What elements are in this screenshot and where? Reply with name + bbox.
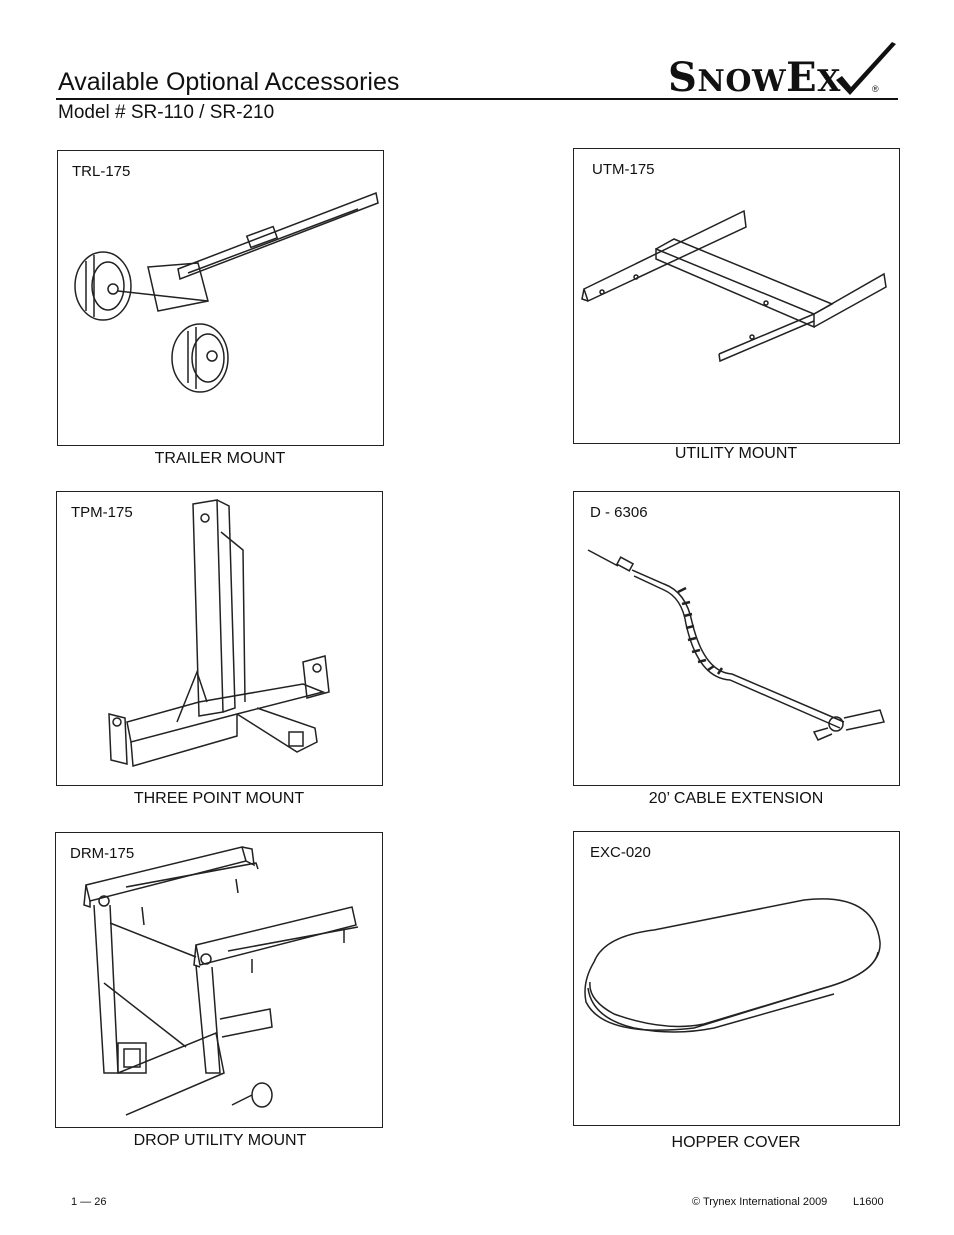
accessory-caption: THREE POINT MOUNT xyxy=(133,790,305,807)
copyright: © Trynex International 2009 xyxy=(692,1196,828,1208)
part-code: TPM-175 xyxy=(71,504,133,521)
title-rule xyxy=(56,98,898,100)
part-code: UTM-175 xyxy=(592,161,655,178)
accessory-caption: UTILITY MOUNT xyxy=(674,445,798,462)
three-point-hitch-icon xyxy=(108,499,330,767)
model-subtitle: Model # SR-110 / SR-210 xyxy=(58,102,275,123)
accessory-panel-exc020: EXC-020 xyxy=(573,831,900,1126)
accessory-caption: DROP UTILITY MOUNT xyxy=(133,1132,307,1149)
accessory-panel-drm175: DRM-175 xyxy=(55,832,383,1128)
snowex-logo: SNOWEX ® xyxy=(668,40,900,101)
accessory-panel-trl175: TRL-175 xyxy=(57,150,384,446)
trailer-wheels-icon xyxy=(74,191,379,393)
logo-check-icon xyxy=(836,42,896,95)
page-number: 1 — 26 xyxy=(71,1196,107,1208)
part-code: DRM-175 xyxy=(70,845,135,862)
accessory-panel-utm175: UTM-175 xyxy=(573,148,900,444)
accessory-panel-d6306: D - 6306 xyxy=(573,491,900,786)
accessory-caption: TRAILER MOUNT xyxy=(154,450,286,467)
accessory-caption: HOPPER COVER xyxy=(671,1134,801,1151)
document-code: L1600 xyxy=(853,1196,884,1208)
cable-icon xyxy=(587,549,885,741)
part-code: EXC-020 xyxy=(590,844,651,861)
accessory-panel-tpm175: TPM-175 xyxy=(56,491,383,786)
hopper-lid-icon xyxy=(584,898,881,1033)
page-title: Available Optional Accessories xyxy=(58,68,400,96)
part-code: D - 6306 xyxy=(590,504,648,521)
accessory-caption: 20’ CABLE EXTENSION xyxy=(648,790,824,807)
utility-frame-icon xyxy=(581,209,887,363)
part-code: TRL-175 xyxy=(72,163,131,180)
drop-hitch-icon xyxy=(83,846,359,1116)
